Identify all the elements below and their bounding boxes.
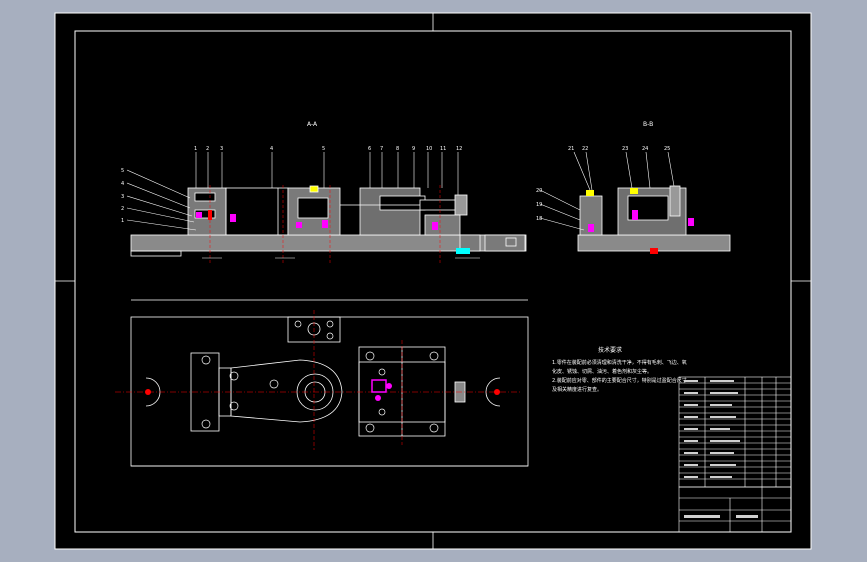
svg-text:9: 9 [412,146,415,152]
tech-requirements-text: 1.零件在装配前必须清理和清洗干净，不得有毛刺、飞边、氧 化皮、锈蚀、切屑、油污… [552,359,687,393]
svg-text:24: 24 [642,146,648,152]
plan-view-accents [115,310,520,450]
svg-text:2.装配前应对零、部件的主要配合尺寸，特别是过盈配合尺寸: 2.装配前应对零、部件的主要配合尺寸，特别是过盈配合尺寸 [552,377,687,384]
section-view-b [577,185,731,252]
balloons-side-right: 20 19 18 [536,188,542,222]
parts-list-table [678,376,792,488]
title-block [678,486,792,533]
svg-text:及相关精度进行复查。: 及相关精度进行复查。 [552,386,602,393]
svg-text:18: 18 [536,216,542,222]
svg-text:化皮、锈蚀、切屑、油污、着色剂和灰尘等。: 化皮、锈蚀、切屑、油污、着色剂和灰尘等。 [552,368,652,375]
section-label-a: A-A [307,121,318,128]
svg-text:1.零件在装配前必须清理和清洗干净，不得有毛刺、飞边、氧: 1.零件在装配前必须清理和清洗干净，不得有毛刺、飞边、氧 [552,359,687,366]
svg-text:22: 22 [582,146,588,152]
centering-marks [55,13,811,549]
svg-text:4: 4 [121,181,124,187]
leader-lines-b [539,151,675,231]
svg-text:7: 7 [380,146,383,152]
drawing-sheet [54,12,812,550]
tech-requirements-title: 技术要求 [598,346,622,354]
svg-text:3: 3 [220,146,223,152]
section-b-accents [586,188,694,254]
plan-view-bolts [201,320,439,433]
svg-text:12: 12 [456,146,462,152]
svg-text:23: 23 [622,146,628,152]
svg-text:8: 8 [396,146,399,152]
svg-text:2: 2 [121,206,124,212]
leader-lines-a [126,152,459,231]
svg-text:25: 25 [664,146,670,152]
svg-text:11: 11 [440,146,446,152]
svg-text:5: 5 [322,146,325,152]
svg-text:21: 21 [568,146,574,152]
section-a-accents [196,185,470,265]
svg-text:6: 6 [368,146,371,152]
balloons-top-right: 21 22 23 24 25 [568,146,670,152]
svg-text:4: 4 [270,146,273,152]
svg-text:1: 1 [194,146,197,152]
parts-list-fill [684,380,758,518]
svg-text:2: 2 [206,146,209,152]
svg-text:5: 5 [121,168,124,174]
svg-text:20: 20 [536,188,542,194]
section-view-a [130,185,527,257]
balloons-top-left: 1 2 3 4 5 6 7 8 9 10 11 12 [194,146,462,152]
svg-text:19: 19 [536,202,542,208]
svg-text:3: 3 [121,194,124,200]
section-label-b: B-B [643,121,653,128]
svg-text:10: 10 [426,146,432,152]
balloons-side-left: 5 4 3 2 1 [121,168,124,224]
plan-view [130,299,529,467]
svg-text:1: 1 [121,218,124,224]
